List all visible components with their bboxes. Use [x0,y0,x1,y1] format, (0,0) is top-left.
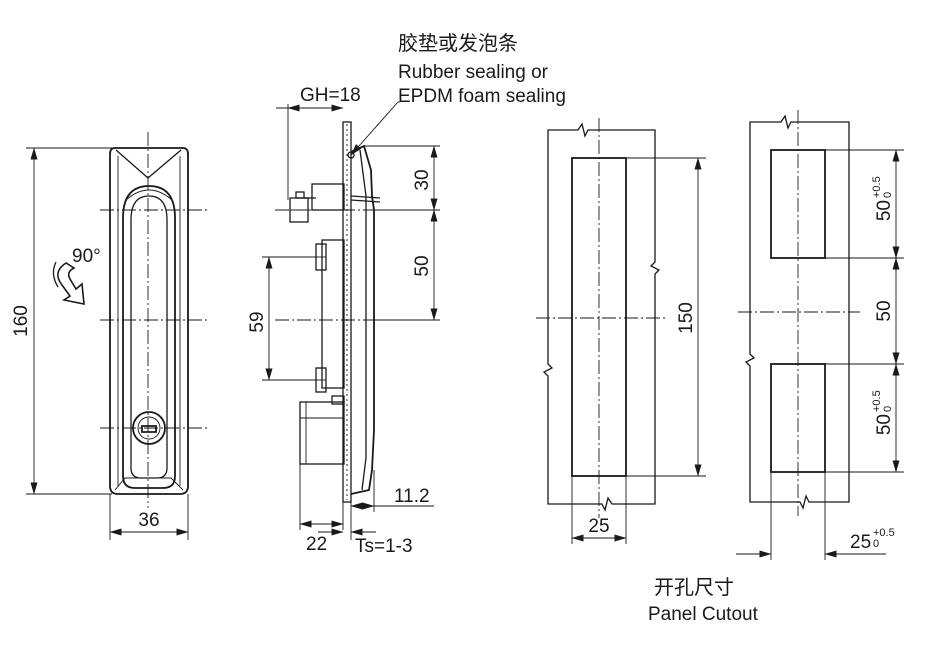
dim-25-label: 25 [588,516,609,537]
dim-36-label: 36 [138,510,159,531]
dim-gap-label: 50 [874,300,895,321]
sealing-label-cn: 胶垫或发泡条 [398,31,518,55]
cutout-caption-cn: 开孔尺寸 [654,575,734,599]
dim-11-2-label: 11.2 [394,486,430,507]
dim-side-right: 30 50 [364,145,440,321]
dim-front-width: 36 [109,494,189,540]
dim-160-label: 160 [11,305,32,337]
dim-59: 59 [247,256,318,381]
dim-slot-bottom-label: 50 [874,414,895,435]
dim-slot-top-label: 50 [874,200,895,221]
dim-22-label: 22 [306,534,327,555]
cutout-caption-en: Panel Cutout [648,604,759,625]
tol-upper-top: +0.5 [871,176,883,198]
tol-upper-width: +0.5 [873,527,895,539]
tol-lower-width: 0 [873,538,879,550]
sealing-leader [350,101,399,156]
dim-30-label: 30 [412,169,433,190]
dim-gh: GH=18 [276,85,361,200]
front-view [100,132,210,508]
rotation-arrow-icon [52,261,85,305]
dim-50-side-label: 50 [412,255,433,276]
tol-upper-bottom: +0.5 [871,390,883,412]
sealing-label-en-1: Rubber sealing or [398,62,549,83]
cutout-single: 150 25 [536,118,706,544]
tol-lower-bottom: 0 [882,406,894,412]
dim-150-label: 150 [676,302,697,334]
dim-side-bottom: 11.2 22 Ts=1-3 [299,464,434,557]
sealing-label-en-2: EPDM foam sealing [398,86,566,107]
tol-lower-top: 0 [882,192,894,198]
rotation-label: 90° [72,246,101,267]
dim-front-height: 160 [11,147,112,495]
dim-59-label: 59 [247,311,268,332]
side-view [275,121,395,503]
dim-gh-label: GH=18 [300,85,361,106]
dim-cut2-width-label: 25 [850,532,871,553]
cutout-double: 50 +0.5 0 50 50 +0.5 0 25 +0.5 0 [736,110,904,560]
dim-ts-label: Ts=1-3 [355,536,413,557]
